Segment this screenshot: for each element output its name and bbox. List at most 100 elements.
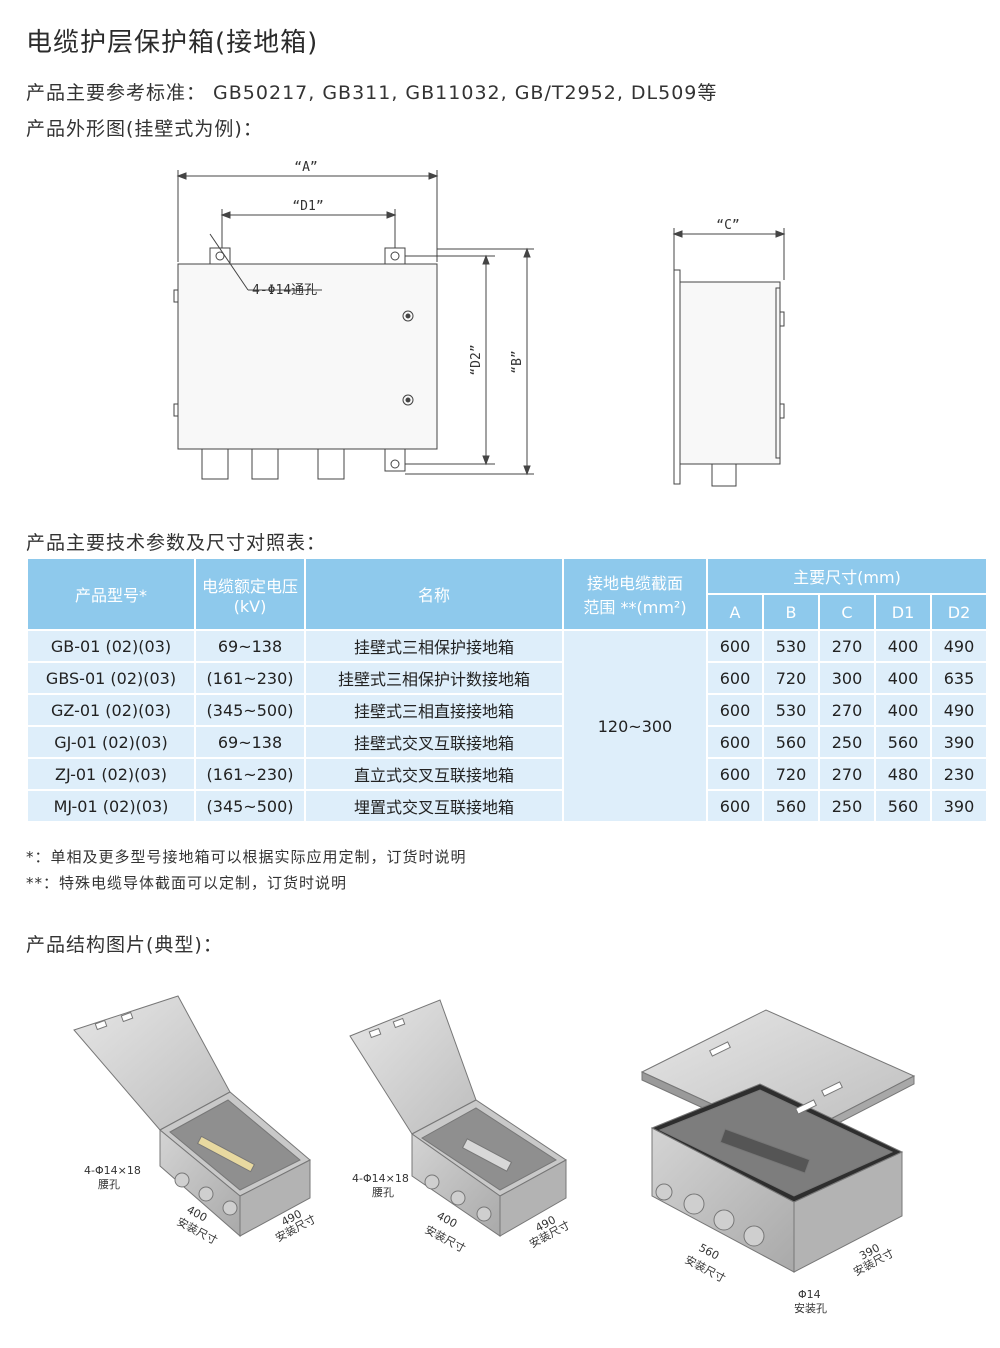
outline-drawing: “A” “D1” “C” 4-Φ14通孔 “D2” “B” <box>173 160 786 487</box>
header-section-line1: 接地电缆截面 <box>586 574 683 593</box>
cell-b: 530 <box>764 631 818 661</box>
outline-drawing-heading: 产品外形图(挂壁式为例)： <box>26 118 263 140</box>
cell-d2: 390 <box>932 791 986 821</box>
header-voltage: 电缆额定电压 (kV) <box>196 559 304 629</box>
photo3-hole-label2: 安装孔 <box>794 1301 827 1315</box>
cell-model: ZJ-01 (02)(03) <box>28 759 194 789</box>
hole-note: 4-Φ14通孔 <box>252 283 317 298</box>
header-section-line2: 范围 **(mm²) <box>583 598 687 617</box>
footnote-2: **：特殊电缆导体截面可以定制，订货时说明 <box>26 874 348 892</box>
table-row: ZJ-01 (02)(03) (161~230) 直立式交叉互联接地箱 600 … <box>28 759 986 789</box>
photo1-dim2: 490 <box>279 1207 304 1228</box>
footnotes: *：单相及更多型号接地箱可以根据实际应用定制，订货时说明 **：特殊电缆导体截面… <box>26 844 467 896</box>
table-row: GJ-01 (02)(03) 69~138 挂壁式交叉互联接地箱 600 560… <box>28 727 986 757</box>
cell-d2: 230 <box>932 759 986 789</box>
cell-model: GJ-01 (02)(03) <box>28 727 194 757</box>
cell-c: 250 <box>820 727 874 757</box>
header-c: C <box>820 595 874 629</box>
photo1-hole-label2: 腰孔 <box>98 1178 120 1191</box>
photo3-dim2: 390 <box>857 1241 882 1262</box>
header-d2: D2 <box>932 595 986 629</box>
cell-c: 300 <box>820 663 874 693</box>
spec-table-heading: 产品主要技术参数及尺寸对照表： <box>26 532 327 554</box>
reference-standards: 产品主要参考标准： GB50217, GB311, GB11032, GB/T2… <box>26 82 718 104</box>
spec-table: 产品型号* 电缆额定电压 (kV) 名称 接地电缆截面 范围 **(mm²) 主… <box>26 557 988 823</box>
photo3-dim1b: 安装尺寸 <box>683 1252 728 1285</box>
photo2-dim2b: 安装尺寸 <box>527 1218 572 1251</box>
photo2-dim1b: 安装尺寸 <box>423 1222 468 1255</box>
cell-b: 560 <box>764 727 818 757</box>
photo2-dim1: 400 <box>435 1209 460 1230</box>
table-row: MJ-01 (02)(03) (345~500) 埋置式交叉互联接地箱 600 … <box>28 791 986 821</box>
cell-d2: 490 <box>932 631 986 661</box>
cell-a: 600 <box>708 791 762 821</box>
header-section: 接地电缆截面 范围 **(mm²) <box>564 559 706 629</box>
cell-d2: 390 <box>932 727 986 757</box>
photo1-dim1b: 安装尺寸 <box>175 1214 220 1247</box>
cell-b: 560 <box>764 791 818 821</box>
cell-a: 600 <box>708 695 762 725</box>
photo3-hole-label: Φ14 <box>798 1288 821 1301</box>
photo-wall-box-2 <box>349 999 567 1237</box>
cell-b: 720 <box>764 759 818 789</box>
page-title: 电缆护层保护箱(接地箱) <box>26 28 319 58</box>
cell-voltage: (345~500) <box>196 791 304 821</box>
cell-model: GZ-01 (02)(03) <box>28 695 194 725</box>
header-voltage-line2: (kV) <box>233 596 267 616</box>
cell-name: 挂壁式三相直接接地箱 <box>306 695 562 725</box>
cell-a: 600 <box>708 759 762 789</box>
cell-c: 270 <box>820 695 874 725</box>
cell-name: 挂壁式交叉互联接地箱 <box>306 727 562 757</box>
cell-d1: 400 <box>876 631 930 661</box>
header-b: B <box>764 595 818 629</box>
cell-c: 270 <box>820 631 874 661</box>
cell-c: 270 <box>820 759 874 789</box>
cell-name: 直立式交叉互联接地箱 <box>306 759 562 789</box>
cell-b: 720 <box>764 663 818 693</box>
cell-name: 挂壁式三相保护计数接地箱 <box>306 663 562 693</box>
cell-voltage: (161~230) <box>196 663 304 693</box>
header-model: 产品型号* <box>28 559 194 629</box>
cell-voltage: (345~500) <box>196 695 304 725</box>
cell-d1: 400 <box>876 695 930 725</box>
photo3-dim2b: 安装尺寸 <box>851 1246 896 1279</box>
dim-d1-label: “D1” <box>292 199 323 214</box>
cell-a: 600 <box>708 663 762 693</box>
dim-b-label: “B” <box>510 350 525 373</box>
cell-model: GBS-01 (02)(03) <box>28 663 194 693</box>
dim-a-label: “A” <box>294 160 317 175</box>
cell-d1: 560 <box>876 727 930 757</box>
cell-a: 600 <box>708 631 762 661</box>
photo1-dim1: 400 <box>185 1203 210 1224</box>
structure-heading: 产品结构图片(典型)： <box>26 934 223 956</box>
photo1-hole-label: 4-Φ14×18 <box>84 1164 141 1177</box>
footnote-1: *：单相及更多型号接地箱可以根据实际应用定制，订货时说明 <box>26 848 467 866</box>
cell-d1: 480 <box>876 759 930 789</box>
cell-b: 530 <box>764 695 818 725</box>
cell-section-range: 120~300 <box>564 631 706 821</box>
cell-name: 挂壁式三相保护接地箱 <box>306 631 562 661</box>
dim-d2-label: “D2” <box>469 344 484 375</box>
cell-model: MJ-01 (02)(03) <box>28 791 194 821</box>
photo-wall-box-1 <box>73 995 311 1238</box>
table-row: GZ-01 (02)(03) (345~500) 挂壁式三相直接接地箱 600 … <box>28 695 986 725</box>
photo2-hole-label2: 腰孔 <box>372 1186 394 1199</box>
cell-d1: 400 <box>876 663 930 693</box>
header-voltage-line1: 电缆额定电压 <box>201 576 298 596</box>
header-a: A <box>708 595 762 629</box>
photo1-dim2b: 安装尺寸 <box>273 1212 318 1245</box>
cell-voltage: 69~138 <box>196 631 304 661</box>
table-row: GBS-01 (02)(03) (161~230) 挂壁式三相保护计数接地箱 6… <box>28 663 986 693</box>
cell-name: 埋置式交叉互联接地箱 <box>306 791 562 821</box>
cell-d1: 560 <box>876 791 930 821</box>
cell-c: 250 <box>820 791 874 821</box>
header-name: 名称 <box>306 559 562 629</box>
cell-a: 600 <box>708 727 762 757</box>
cell-model: GB-01 (02)(03) <box>28 631 194 661</box>
photo2-dim2: 490 <box>533 1213 558 1234</box>
dim-c-label: “C” <box>716 218 739 233</box>
cell-d2: 635 <box>932 663 986 693</box>
cell-d2: 490 <box>932 695 986 725</box>
header-d1: D1 <box>876 595 930 629</box>
table-row: GB-01 (02)(03) 69~138 挂壁式三相保护接地箱 120~300… <box>28 631 986 821</box>
